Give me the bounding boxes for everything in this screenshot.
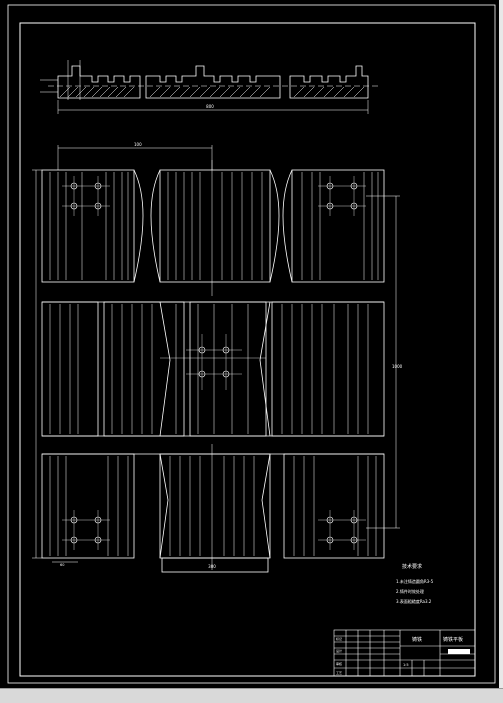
dim-bottom-label: 300 (208, 564, 216, 569)
right-dimension (366, 195, 400, 529)
tech-req-item-2: 2.铸件时效处理 (396, 588, 424, 594)
rib-lines (49, 160, 379, 570)
title-row-2: 设计 (336, 648, 342, 653)
tech-req-item-1: 1.未注铸造圆角R3-5 (396, 578, 434, 584)
cad-viewport[interactable]: 800 (0, 0, 503, 688)
tech-req-heading: 技术要求 (402, 563, 422, 570)
left-dimension (32, 169, 78, 563)
inner-frame (19, 22, 476, 677)
dim-overall-height: 1000 (392, 364, 403, 369)
drawing-code-box (448, 649, 470, 654)
outer-frame (7, 4, 496, 684)
tech-req-item-3: 3.表面粗糙度Ra3.2 (396, 598, 432, 604)
section-hatch (59, 86, 365, 98)
title-part-name: 铸铁平板 (443, 636, 463, 643)
title-block (333, 629, 476, 677)
title-row-3: 审核 (336, 661, 342, 666)
cad-drawing: 800 (7, 4, 496, 684)
title-row-1: 标记 (336, 636, 342, 641)
dim-slot-width: 100 (134, 142, 142, 147)
status-bar (0, 688, 503, 703)
dim-small-offset: 60 (60, 563, 64, 567)
title-row-4: 工艺 (336, 670, 342, 675)
vertical-scrollbar[interactable] (499, 0, 503, 688)
dim-overall-width: 800 (206, 104, 214, 109)
bolt-holes (62, 176, 366, 550)
title-material: 铸铁 (412, 636, 422, 643)
plan-view (41, 145, 385, 573)
title-scale: 1:5 (403, 663, 409, 667)
